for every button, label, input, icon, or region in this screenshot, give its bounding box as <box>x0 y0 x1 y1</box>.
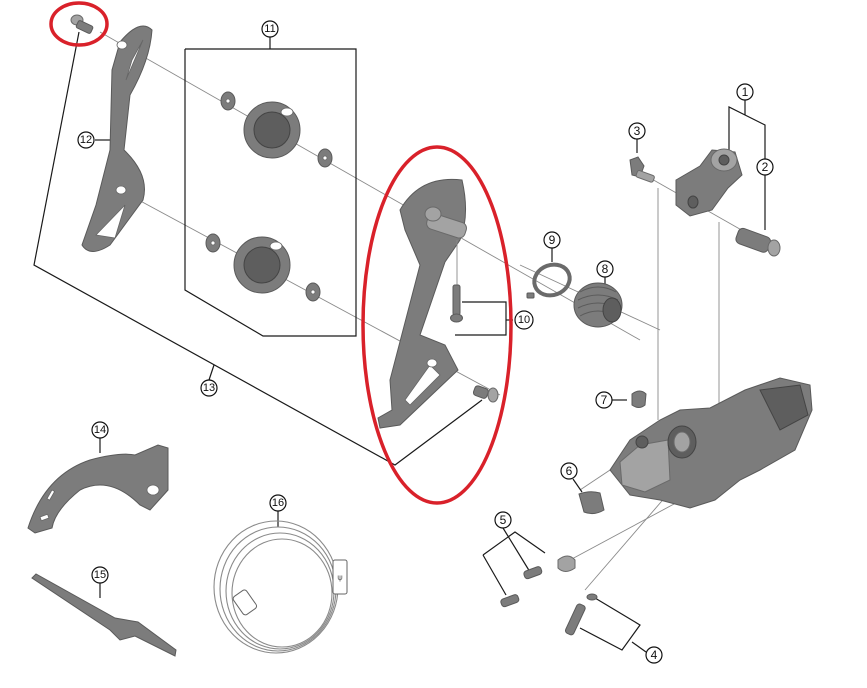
callout-12: 12 <box>77 131 95 149</box>
svg-text:10: 10 <box>518 314 530 326</box>
callout-10: 10 <box>514 310 534 330</box>
cable-tool-15 <box>31 573 177 657</box>
bracket-axle-2 <box>735 227 781 257</box>
svg-text:2: 2 <box>762 160 769 174</box>
svg-text:12: 12 <box>80 134 92 146</box>
cable-fixing-bolts-5 <box>500 555 576 608</box>
callout-8: 8 <box>596 260 614 278</box>
highlight-inner-plate <box>361 145 513 505</box>
svg-text:4: 4 <box>651 648 658 662</box>
svg-text:16: 16 <box>272 497 284 509</box>
derailleur-main-body <box>609 377 813 509</box>
stroke-adjust-screw-3 <box>629 156 655 183</box>
svg-text:1: 1 <box>742 85 749 99</box>
callout-6: 6 <box>560 462 578 480</box>
svg-text:15: 15 <box>94 569 106 581</box>
svg-text:8: 8 <box>602 262 609 276</box>
mounting-plate-14 <box>27 444 169 534</box>
lower-pulley <box>205 233 321 302</box>
upper-pulley <box>220 91 333 168</box>
cap-7 <box>631 390 647 408</box>
callout-3: 3 <box>628 122 646 140</box>
bracket-unit-1 <box>675 148 743 217</box>
svg-text:9: 9 <box>549 233 556 247</box>
cable-pin-set-4 <box>564 593 598 636</box>
stopper-ring-9 <box>526 262 572 299</box>
pivot-bolt-10 <box>450 240 463 323</box>
callout-5: 5 <box>494 511 512 529</box>
callout-13: 13 <box>200 379 218 397</box>
svg-text:5: 5 <box>500 513 507 527</box>
callout-16: 16 <box>269 494 287 512</box>
callout-14: 14 <box>91 421 109 439</box>
usb-charging-cable-16: ψ <box>213 520 348 654</box>
svg-text:ψ: ψ <box>337 573 342 582</box>
svg-text:3: 3 <box>634 124 641 138</box>
callout-2: 2 <box>756 158 774 176</box>
callout-7: 7 <box>595 391 613 409</box>
callout-4: 4 <box>645 646 663 664</box>
leader-lines <box>33 31 766 653</box>
outer-plate-12 <box>81 25 153 252</box>
svg-text:6: 6 <box>566 464 573 478</box>
tension-spring-8 <box>573 282 623 328</box>
svg-text:14: 14 <box>94 424 106 436</box>
battery-cover-6 <box>578 491 605 515</box>
callout-9: 9 <box>543 231 561 249</box>
callout-15: 15 <box>91 566 109 584</box>
assembly-axis-lines <box>99 31 746 591</box>
inner-plate-13 <box>377 178 499 429</box>
svg-text:7: 7 <box>601 393 608 407</box>
fixing-bolt <box>70 14 94 34</box>
svg-text:13: 13 <box>203 382 215 394</box>
callout-11: 11 <box>261 20 279 38</box>
highlight-fixing-bolt <box>49 1 109 47</box>
callout-1: 1 <box>736 83 754 101</box>
svg-text:11: 11 <box>264 23 275 35</box>
